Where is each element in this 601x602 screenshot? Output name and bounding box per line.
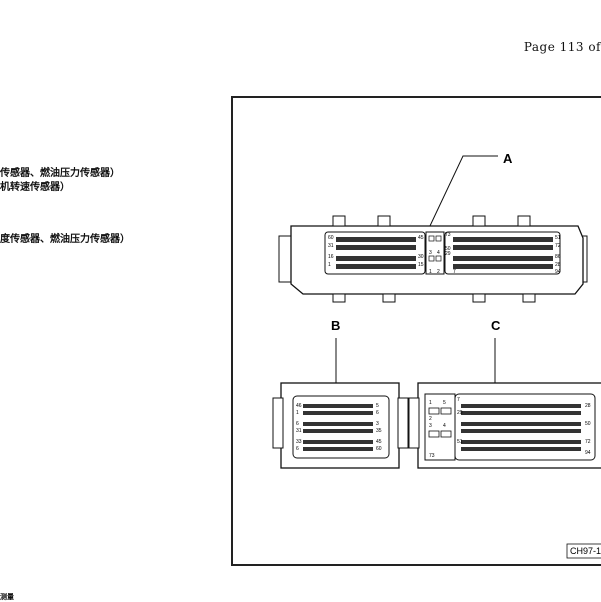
pin-a-45: 45 [418, 235, 424, 241]
leader-a [428, 155, 498, 229]
label-c: C [491, 318, 501, 333]
connector-diagram: A [272, 151, 601, 559]
pin-c-7: 7 [457, 397, 460, 403]
pin-c-4: 4 [443, 423, 446, 429]
pin-a-31: 31 [328, 243, 334, 249]
pin-a-1: 1 [328, 262, 331, 268]
pin-a-50: 50 [445, 246, 451, 252]
pin-c-51: 51 [457, 439, 463, 445]
pin-c-2: 2 [429, 416, 432, 422]
pin-a-15: 15 [418, 262, 424, 268]
pin-a-30: 30 [418, 254, 424, 260]
label-a: A [503, 151, 513, 166]
connector-b: 46 1 5 6 6 31 35 33 3 6 45 60 [272, 382, 409, 469]
text-line-speed-sensor: 机转速传感器） [0, 182, 70, 193]
pin-c-73: 73 [429, 453, 435, 459]
pin-b-31: 31 [296, 428, 302, 434]
pin-a-1b: 1 [429, 269, 432, 275]
pin-b-6: 6 [296, 421, 299, 427]
pin-a-51: 51 [555, 235, 561, 241]
pin-a-28: 28 [555, 262, 561, 268]
pin-a-16: 16 [328, 254, 334, 260]
pin-c-3: 3 [429, 423, 432, 429]
page-number: Page 113 of [523, 40, 601, 54]
pin-b-46: 46 [296, 403, 302, 409]
figure-code-box [566, 543, 601, 559]
pin-c-94: 94 [585, 450, 591, 456]
pin-a-4: 4 [437, 250, 440, 256]
connector-a: 60 31 45 16 30 1 15 73 51 72 29 50 86 3 … [278, 215, 588, 303]
pin-b-5: 5 [376, 403, 379, 409]
pin-b-1: 1 [296, 410, 299, 416]
connector-c: 1 5 7 2 3 4 28 29 51 50 72 73 94 [408, 382, 601, 469]
pin-a-3: 3 [429, 250, 432, 256]
pin-b-35: 35 [376, 428, 382, 434]
pin-c-28: 28 [585, 403, 591, 409]
pin-a-94: 94 [555, 269, 561, 275]
pin-a-29: 29 [445, 251, 451, 257]
pin-b-33: 33 [296, 439, 302, 445]
connector-figure: A [231, 96, 601, 566]
pin-c-29: 29 [457, 410, 463, 416]
pin-b-6c: 6 [296, 446, 299, 452]
pin-c-72: 72 [585, 439, 591, 445]
pin-b-6b: 6 [376, 410, 379, 416]
pin-c-1: 1 [429, 400, 432, 406]
pin-a-72: 72 [555, 243, 561, 249]
pin-b-45: 45 [376, 439, 382, 445]
pin-a-73: 73 [445, 232, 451, 238]
figure-code: CH97-1 [570, 546, 601, 556]
text-line-bottom: 测量 [0, 593, 14, 601]
pin-c-50: 50 [585, 421, 591, 427]
pin-b-60: 60 [376, 446, 382, 452]
pin-b-3: 3 [376, 421, 379, 427]
text-line-sensors-1: 传感器、燃油压力传感器） [0, 168, 120, 179]
pin-c-5: 5 [443, 400, 446, 406]
label-b: B [331, 318, 340, 333]
text-line-sensors-2: 度传感器、燃油压力传感器） [0, 234, 130, 245]
pin-a-7: 7 [453, 269, 456, 275]
pin-a-2: 2 [437, 269, 440, 275]
pin-a-86: 86 [555, 254, 561, 260]
pin-a-60: 60 [328, 235, 334, 241]
